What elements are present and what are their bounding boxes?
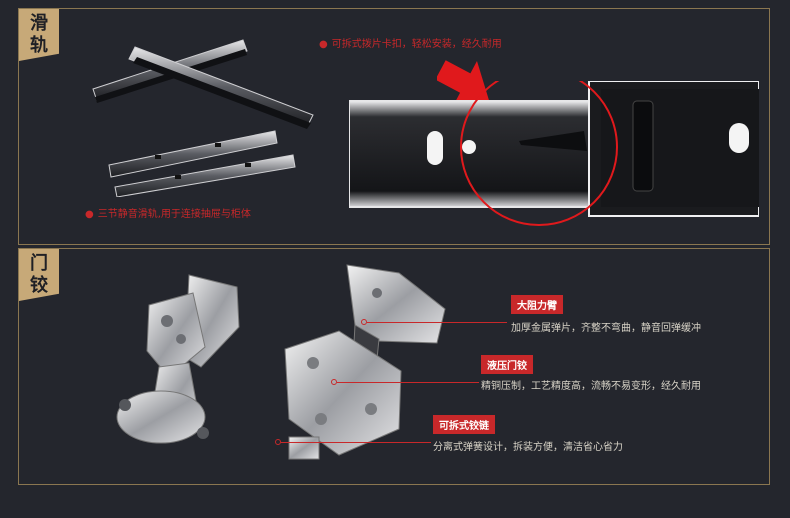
slide-rail-tag: 滑 轨 xyxy=(19,9,59,61)
callout-line-2 xyxy=(337,382,479,383)
callout-dot-1 xyxy=(361,319,367,325)
callout-desc-3: 分离式弹簧设计，拆装方便，清洁省心省力 xyxy=(433,442,623,453)
hinge-open-image xyxy=(284,264,446,460)
hinge-closed-image xyxy=(116,274,240,444)
slide-rail-panel: 滑 轨 xyxy=(18,8,770,245)
callout-label-3: 可拆式铰链 xyxy=(433,415,495,434)
hinge-panel: 门 铰 大阻力臂 加厚金属弹片，齐整不弯曲，静 xyxy=(18,248,770,485)
callout-label-2: 液压门铰 xyxy=(481,355,533,374)
callout-line-3 xyxy=(281,442,431,443)
slide-rail-note-bottom: ●三节静音滑轨,用于连接抽屉与柜体 xyxy=(85,205,251,220)
callout-label-1: 大阻力臂 xyxy=(511,295,563,314)
hinge-tag-char-1: 门 xyxy=(30,253,48,274)
rail-closeup-image xyxy=(349,81,759,226)
rail-lower-b xyxy=(114,154,296,197)
callout-desc-1: 加厚金属弹片，齐整不弯曲，静音回弹缓冲 xyxy=(511,323,701,334)
red-arrow-icon xyxy=(437,60,490,106)
callout-line-1 xyxy=(367,322,507,323)
bullet-icon: ● xyxy=(85,209,94,220)
callout-desc-2: 精铜压制，工艺精度高，流畅不易变形，经久耐用 xyxy=(481,381,701,392)
callout-dot-3 xyxy=(275,439,281,445)
rail-cross-b xyxy=(128,46,314,129)
slide-rail-tag-char-2: 轨 xyxy=(30,35,48,56)
slide-rails-image xyxy=(92,39,314,197)
hinge-tag: 门 铰 xyxy=(19,249,59,301)
rail-lower-a xyxy=(108,130,278,178)
slide-rail-note-top-text: 可拆式拨片卡扣，轻松安装，经久耐用 xyxy=(331,39,502,50)
bullet-icon: ● xyxy=(319,39,328,50)
hinge-tag-char-2: 铰 xyxy=(30,275,48,296)
callout-dot-2 xyxy=(331,379,337,385)
slide-rail-tag-char-1: 滑 xyxy=(30,13,48,34)
slide-rail-note-bottom-text: 三节静音滑轨,用于连接抽屉与柜体 xyxy=(97,209,251,220)
slide-rail-note-top: ●可拆式拨片卡扣，轻松安装，经久耐用 xyxy=(319,35,502,50)
